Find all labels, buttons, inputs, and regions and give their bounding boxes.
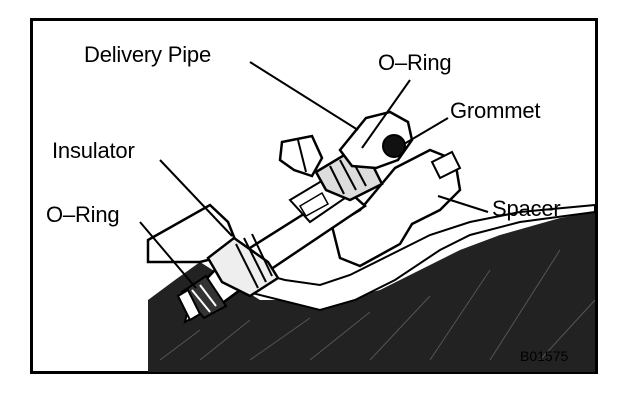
insulator-collar: [206, 236, 280, 298]
figure-code: B01575: [520, 348, 569, 364]
spacer-bolt: [430, 150, 462, 180]
leader-lines: [139, 61, 489, 289]
injector-window: [298, 191, 330, 218]
label-spacer: Spacer: [492, 196, 561, 221]
label-o-ring-left: O–Ring: [46, 202, 120, 227]
label-o-ring-top: O–Ring: [378, 50, 452, 75]
label-delivery-pipe: Delivery Pipe: [84, 42, 212, 67]
label-grommet: Grommet: [450, 98, 541, 123]
grommet: [382, 134, 406, 158]
insulator-rings: [235, 233, 273, 289]
engine-head-dark: [148, 212, 595, 372]
injector-tip: [176, 288, 202, 322]
head-hatching: [159, 249, 596, 361]
label-insulator: Insulator: [52, 138, 135, 163]
intake-channel: [183, 203, 596, 325]
